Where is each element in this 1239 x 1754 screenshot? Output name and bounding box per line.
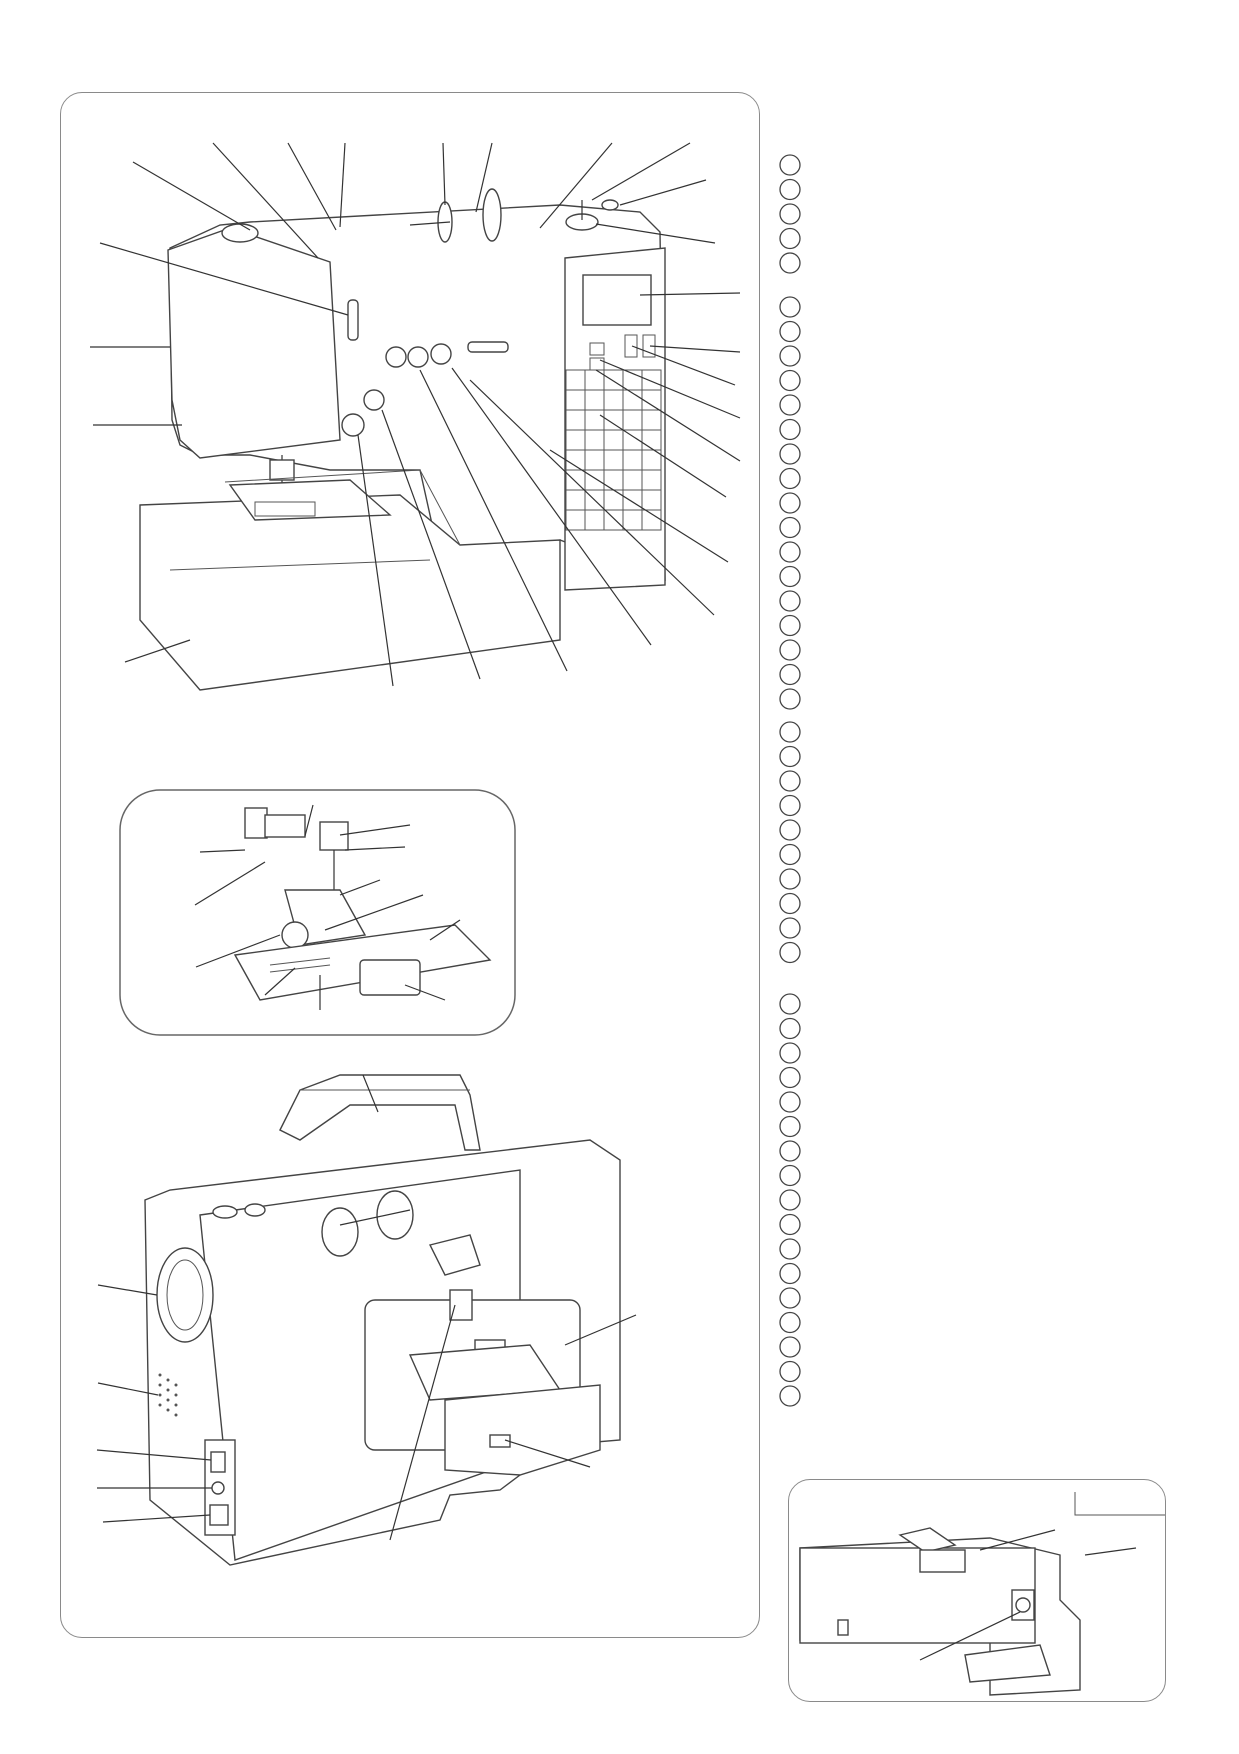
index-circle xyxy=(779,843,801,866)
index-group-2 xyxy=(779,296,801,710)
index-circle xyxy=(779,1042,801,1064)
index-circle xyxy=(779,639,801,661)
index-circle-columns xyxy=(779,154,801,1407)
index-circle xyxy=(779,203,801,225)
index-circle xyxy=(779,320,801,343)
index-circle xyxy=(779,892,801,915)
index-circle xyxy=(779,1311,801,1334)
index-circle xyxy=(779,1213,801,1236)
index-circle xyxy=(779,418,801,441)
index-circle xyxy=(779,1238,801,1260)
needle-area-closeup xyxy=(119,789,516,1036)
index-circle xyxy=(779,345,801,367)
index-group-3 xyxy=(779,721,801,964)
index-circle xyxy=(779,443,801,465)
index-circle xyxy=(779,745,801,768)
index-circle xyxy=(779,1262,801,1285)
index-circle xyxy=(779,917,801,939)
index-circle xyxy=(779,1360,801,1383)
free-arm-inset xyxy=(799,1492,1165,1696)
index-circle xyxy=(779,614,801,637)
index-circle xyxy=(779,1336,801,1358)
index-circle xyxy=(779,565,801,588)
index-circle xyxy=(779,688,801,710)
rear-view-machine xyxy=(96,1074,637,1566)
index-circle xyxy=(779,1189,801,1211)
index-circle xyxy=(779,941,801,964)
index-circle xyxy=(779,1115,801,1138)
inset-panel-free-arm xyxy=(788,1479,1166,1702)
index-group-4 xyxy=(779,993,801,1407)
index-circle xyxy=(779,296,801,318)
index-circle xyxy=(779,819,801,841)
index-circle xyxy=(779,1066,801,1089)
index-circle xyxy=(779,1140,801,1162)
index-circle xyxy=(779,868,801,890)
index-circle xyxy=(779,770,801,792)
index-circle xyxy=(779,590,801,612)
index-circle xyxy=(779,541,801,563)
index-circle xyxy=(779,721,801,743)
index-circle xyxy=(779,1017,801,1040)
index-circle xyxy=(779,794,801,817)
index-circle xyxy=(779,1164,801,1187)
main-figure-panel xyxy=(60,92,760,1638)
index-circle xyxy=(779,993,801,1015)
front-view-machine xyxy=(90,142,741,691)
index-circle xyxy=(779,394,801,416)
index-circle xyxy=(779,369,801,392)
index-circle xyxy=(779,1287,801,1309)
index-circle xyxy=(779,467,801,490)
index-circle xyxy=(779,663,801,686)
index-circle xyxy=(779,154,801,176)
index-circle xyxy=(779,178,801,201)
index-circle xyxy=(779,516,801,539)
index-circle xyxy=(779,252,801,274)
index-circle xyxy=(779,1385,801,1407)
index-circle xyxy=(779,1091,801,1113)
index-circle xyxy=(779,492,801,514)
index-circle xyxy=(779,227,801,250)
index-group-1 xyxy=(779,154,801,274)
